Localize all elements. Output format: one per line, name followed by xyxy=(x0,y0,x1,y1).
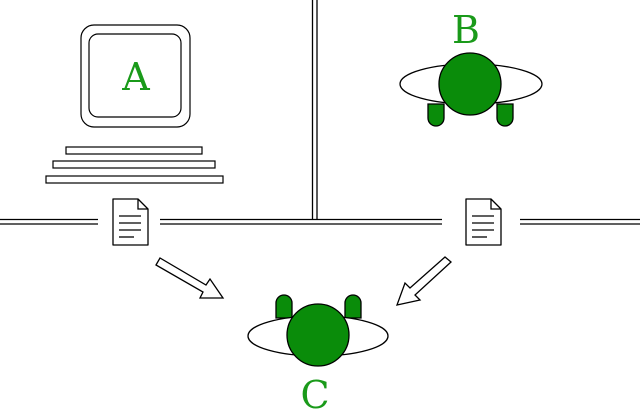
person-top-label: B xyxy=(452,8,480,52)
computer-label: A xyxy=(121,55,150,99)
person-bottom-label: C xyxy=(300,373,329,417)
document-icon xyxy=(112,198,149,246)
document-icon xyxy=(465,198,502,246)
person-top-view-icon xyxy=(399,52,543,127)
wall-lines xyxy=(0,0,640,225)
outline-arrow-icon xyxy=(395,256,452,306)
person-top-view-icon xyxy=(247,294,389,367)
outline-arrow-icon xyxy=(155,257,225,299)
computer-monitor-icon xyxy=(45,24,224,184)
